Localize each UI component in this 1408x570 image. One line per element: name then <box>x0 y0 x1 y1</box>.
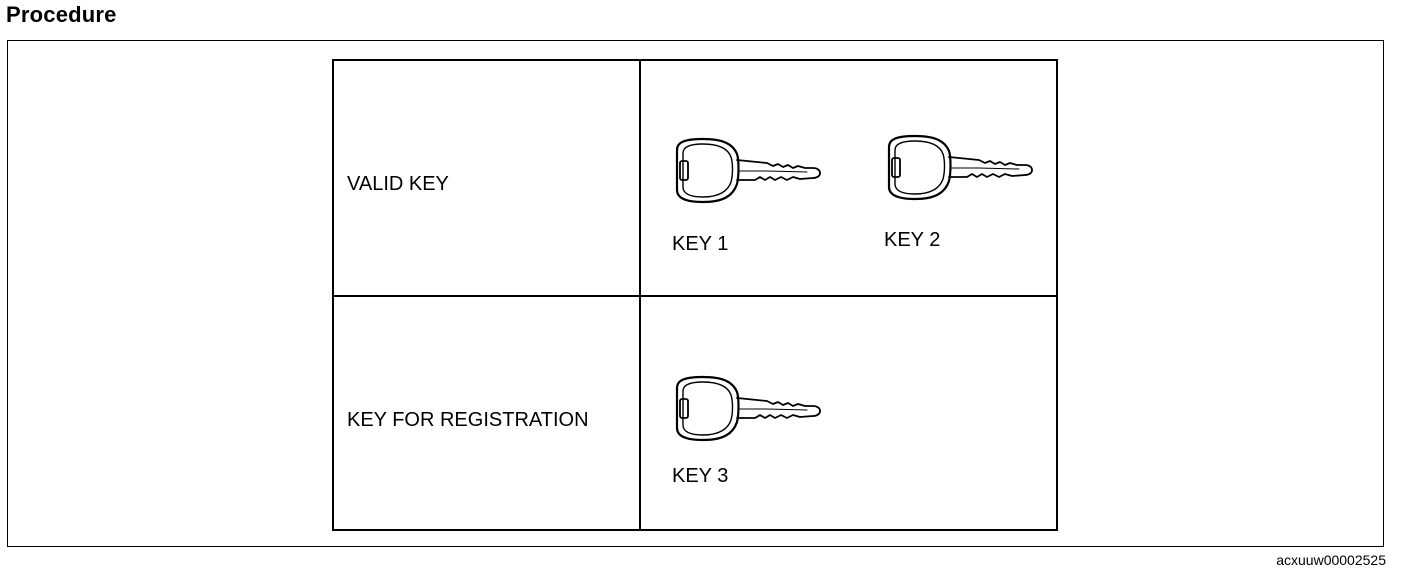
key-label-2: KEY 2 <box>884 229 941 251</box>
key-icon <box>887 134 1034 201</box>
table-row-divider <box>334 295 1056 297</box>
section-title: Procedure <box>6 2 117 27</box>
key-table: VALID KEY KEY 1 KEY 2 KEY FOR REGISTRATI… <box>332 59 1058 531</box>
figure-frame <box>7 40 1384 547</box>
row-label-valid-key: VALID KEY <box>347 173 449 195</box>
key-icon <box>675 137 822 204</box>
figure-code: acxuuw00002525 <box>1276 552 1386 568</box>
key-label-1: KEY 1 <box>672 233 729 255</box>
key-label-3: KEY 3 <box>672 465 729 487</box>
row-label-key-for-registration: KEY FOR REGISTRATION <box>347 409 589 431</box>
key-icon <box>675 375 822 442</box>
